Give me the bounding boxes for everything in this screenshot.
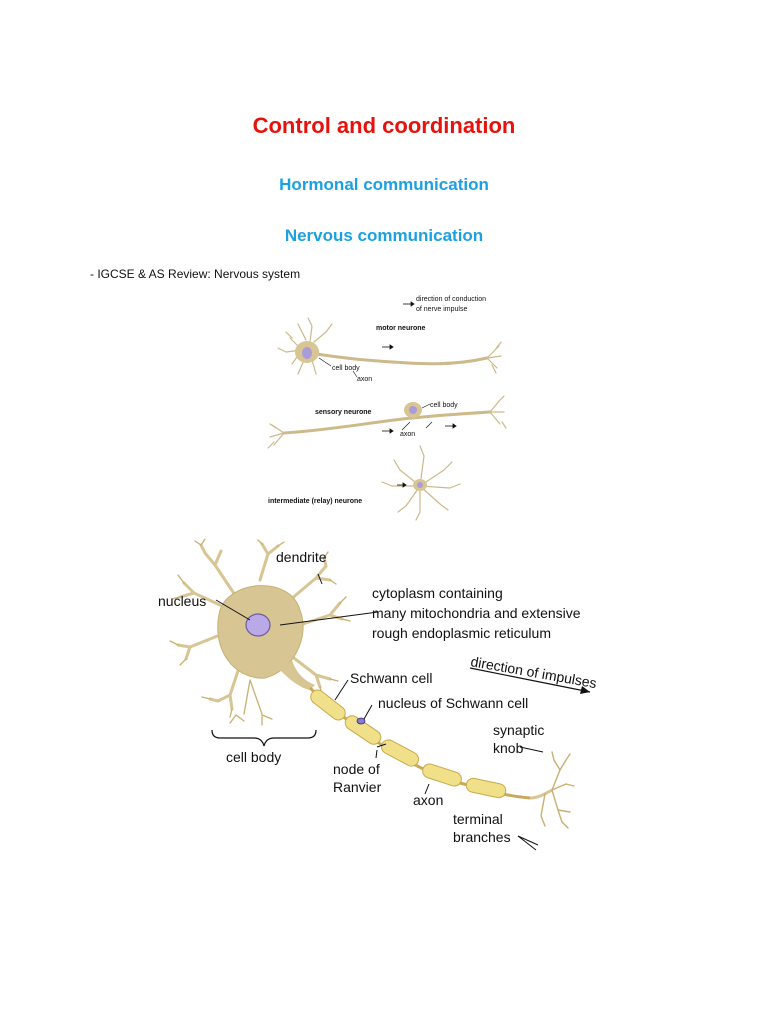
synaptic-knob-label-line-1: synaptic xyxy=(493,722,544,738)
relay-neurone-drawing xyxy=(381,445,461,521)
motor-nucleus xyxy=(302,347,312,359)
motor-neurone-drawing xyxy=(277,317,502,375)
schwann-nucleus-shape xyxy=(356,717,366,725)
cell-body-label: cell body xyxy=(226,749,281,765)
cytoplasm-label-line-1: cytoplasm containing xyxy=(372,585,503,601)
sensory-neurone-drawing xyxy=(267,395,507,449)
terminal-branches-label-line-1: terminal xyxy=(453,811,503,827)
relay-nucleus xyxy=(417,482,423,488)
fine-dendrites xyxy=(169,538,351,726)
motor-neurone-label: motor neurone xyxy=(376,325,425,332)
cytoplasm-label-line-2: many mitochondria and extensive xyxy=(372,605,581,621)
motor-neurone-detail-figure: dendrite nucleus cytoplasm containing ma… xyxy=(158,538,598,851)
axon-hillock xyxy=(280,660,315,690)
neurone-types-figure: direction of conduction of nerve impulse… xyxy=(267,296,507,521)
direction-of-impulses-label: direction of impulses xyxy=(469,653,597,691)
impulse-arrows xyxy=(382,301,457,488)
cytoplasm-label-line-3: rough endoplasmic reticulum xyxy=(372,625,551,641)
motor-cell-body-label: cell body xyxy=(332,365,360,372)
legend-line-2: of nerve impulse xyxy=(416,306,467,313)
myelin-sheaths xyxy=(310,689,507,799)
sensory-nucleus xyxy=(409,406,417,414)
nucleus-label: nucleus xyxy=(158,593,206,609)
schwann-nucleus-label: nucleus of Schwann cell xyxy=(378,695,528,711)
heading-nervous-communication: Nervous communication xyxy=(284,226,484,245)
axon-label: axon xyxy=(413,792,443,808)
terminal-branches-label-line-2: branches xyxy=(453,829,511,845)
motor-axon-label: axon xyxy=(357,376,372,383)
figure1-neurone-drawings xyxy=(267,317,507,521)
cell-body-bracket xyxy=(211,729,317,747)
node-of-ranvier-label-line-2: Ranvier xyxy=(333,779,382,795)
sensory-axon-label: axon xyxy=(400,431,415,438)
terminal-branches xyxy=(540,751,575,829)
legend-line-1: direction of conduction xyxy=(416,296,486,303)
page-title: Control and coordination xyxy=(252,113,516,138)
figure1-leader-lines xyxy=(318,357,433,431)
schwann-cell-label: Schwann cell xyxy=(350,670,433,686)
heading-hormonal-communication: Hormonal communication xyxy=(279,175,489,194)
figure2-leader-lines xyxy=(215,573,544,851)
nucleus-shape xyxy=(245,613,271,637)
dendrite-label: dendrite xyxy=(276,549,327,565)
synaptic-knob-label-line-2: knob xyxy=(493,740,524,756)
bullet-nervous-system-review: - IGCSE & AS Review: Nervous system xyxy=(90,267,301,281)
relay-neurone-label: intermediate (relay) neurone xyxy=(268,498,362,505)
sensory-neurone-label: sensory neurone xyxy=(315,409,372,416)
sensory-cell-body-label: cell body xyxy=(430,402,458,409)
node-of-ranvier-label-line-1: node of xyxy=(333,761,380,777)
